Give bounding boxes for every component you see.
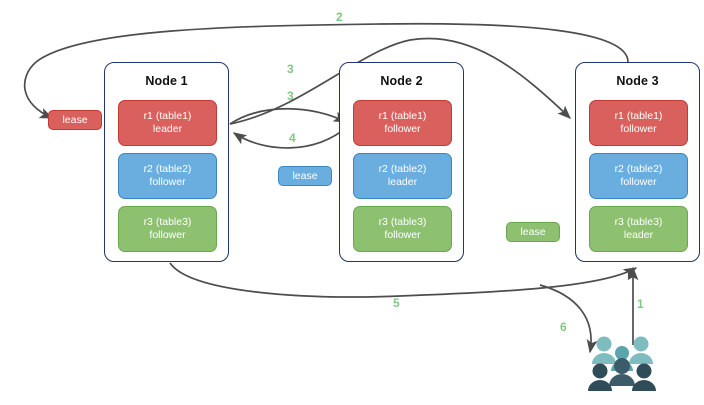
- edge-step-3-to-node2: [229, 107, 348, 125]
- lease-badge-green[interactable]: lease: [506, 222, 560, 242]
- replica-name: r1 (table1): [614, 110, 663, 122]
- replica-role: leader: [623, 229, 654, 241]
- edge-step-5: [169, 262, 638, 298]
- replica-role: follower: [149, 229, 186, 241]
- replica-box[interactable]: r1 (table1) follower: [353, 100, 452, 146]
- step-label-4: 4: [289, 131, 296, 145]
- node-container-node-1[interactable]: Node 1 r1 (table1) leader r2 (table2) fo…: [104, 62, 229, 262]
- lease-badge-blue[interactable]: lease: [278, 166, 332, 186]
- replica-name: r2 (table2): [378, 163, 427, 175]
- replica-role: follower: [149, 176, 186, 188]
- node-title: Node 2: [380, 74, 423, 88]
- edge-step-6: [539, 284, 598, 354]
- replica-role: leader: [152, 123, 183, 135]
- step-label-1: 1: [637, 297, 644, 311]
- replica-name: r3 (table3): [614, 216, 663, 228]
- step-label-2: 2: [336, 10, 343, 24]
- replica-role: follower: [620, 123, 657, 135]
- replica-name: r3 (table3): [143, 216, 192, 228]
- replica-name: r3 (table3): [378, 216, 427, 228]
- replica-box[interactable]: r1 (table1) leader: [118, 100, 217, 146]
- replica-box[interactable]: r1 (table1) follower: [589, 100, 688, 146]
- replica-box[interactable]: r2 (table2) follower: [118, 153, 217, 199]
- replica-name: r2 (table2): [143, 163, 192, 175]
- replica-box[interactable]: r3 (table3) leader: [589, 206, 688, 252]
- node-container-node-3[interactable]: Node 3 r1 (table1) follower r2 (table2) …: [575, 62, 700, 262]
- replica-box[interactable]: r2 (table2) follower: [589, 153, 688, 199]
- node-title: Node 3: [616, 74, 659, 88]
- step-label-3-lower: 3: [287, 89, 294, 103]
- replica-role: follower: [384, 123, 421, 135]
- node-container-node-2[interactable]: Node 2 r1 (table1) follower r2 (table2) …: [339, 62, 464, 262]
- replica-role: leader: [387, 176, 418, 188]
- users-icon: [588, 336, 656, 391]
- replica-name: r1 (table1): [378, 110, 427, 122]
- replica-role: follower: [384, 229, 421, 241]
- replica-name: r2 (table2): [614, 163, 663, 175]
- replica-box[interactable]: r2 (table2) leader: [353, 153, 452, 199]
- step-label-6: 6: [560, 320, 567, 334]
- step-label-3-upper: 3: [287, 62, 294, 76]
- replica-box[interactable]: r3 (table3) follower: [118, 206, 217, 252]
- replica-role: follower: [620, 176, 657, 188]
- node-title: Node 1: [145, 74, 188, 88]
- lease-badge-red[interactable]: lease: [48, 110, 102, 130]
- step-label-5: 5: [393, 296, 400, 310]
- replica-box[interactable]: r3 (table3) follower: [353, 206, 452, 252]
- replica-name: r1 (table1): [143, 110, 192, 122]
